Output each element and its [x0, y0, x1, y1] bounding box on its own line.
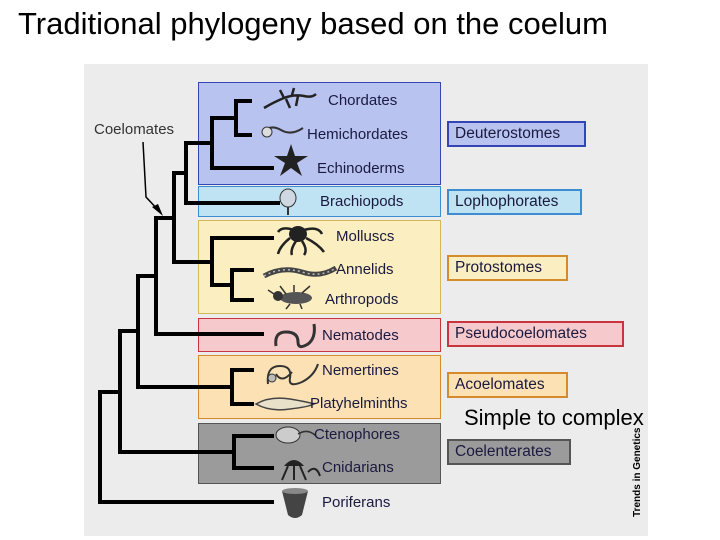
- taxon-poriferans: Poriferans: [322, 494, 391, 511]
- nematode-icon: [274, 323, 316, 349]
- taxon-cnidarians: Cnidarians: [322, 459, 394, 476]
- jellyfish-icon: [281, 460, 321, 481]
- acoelomate-band: [198, 355, 441, 419]
- nemertine-icon: [266, 363, 319, 386]
- lizard-icon: [263, 87, 317, 110]
- sponge-icon: [282, 488, 308, 518]
- group-coelenterates: Coelenterates: [447, 439, 571, 465]
- octopus-icon: [276, 226, 325, 256]
- taxon-hemichordates: Hemichordates: [307, 126, 408, 143]
- group-lophophorates: Lophophorates: [447, 189, 582, 215]
- brachiopod-icon: [279, 188, 297, 215]
- taxon-platyhelminths: Platyhelminths: [310, 395, 408, 412]
- taxon-arthropods: Arthropods: [325, 291, 399, 308]
- simple-to-complex-note: Simple to complex: [464, 405, 644, 430]
- taxon-ctenophores: Ctenophores: [314, 426, 400, 443]
- coelomates-label: Coelomates: [94, 121, 175, 138]
- taxon-brachiopods: Brachiopods: [320, 193, 404, 210]
- source-credit: Trends in Genetics: [632, 427, 643, 517]
- worm-icon: [262, 265, 338, 279]
- insect-icon: [267, 285, 312, 310]
- taxon-nematodes: Nematodes: [322, 327, 399, 344]
- group-pseudocoelomates: Pseudocoelomates: [447, 321, 624, 347]
- taxon-annelids: Annelids: [336, 261, 394, 278]
- taxon-molluscs: Molluscs: [336, 228, 395, 245]
- group-deuterostomes: Deuterostomes: [447, 121, 586, 147]
- coelomates-arrow: [142, 141, 163, 216]
- taxon-echinoderms: Echinoderms: [317, 160, 405, 177]
- slide-title: Traditional phylogeny based on the coelu…: [18, 6, 608, 41]
- flatworm-icon: [254, 397, 316, 411]
- lophophorate-band: [198, 186, 441, 217]
- group-acoelomates: Acoelomates: [447, 372, 568, 398]
- taxon-chordates: Chordates: [328, 92, 398, 109]
- acorn-worm-icon: [261, 126, 304, 138]
- starfish-icon: [274, 144, 308, 176]
- comb-jelly-icon: [275, 426, 317, 444]
- group-protostomes: Protostomes: [447, 255, 568, 281]
- taxon-nemertines: Nemertines: [322, 362, 399, 379]
